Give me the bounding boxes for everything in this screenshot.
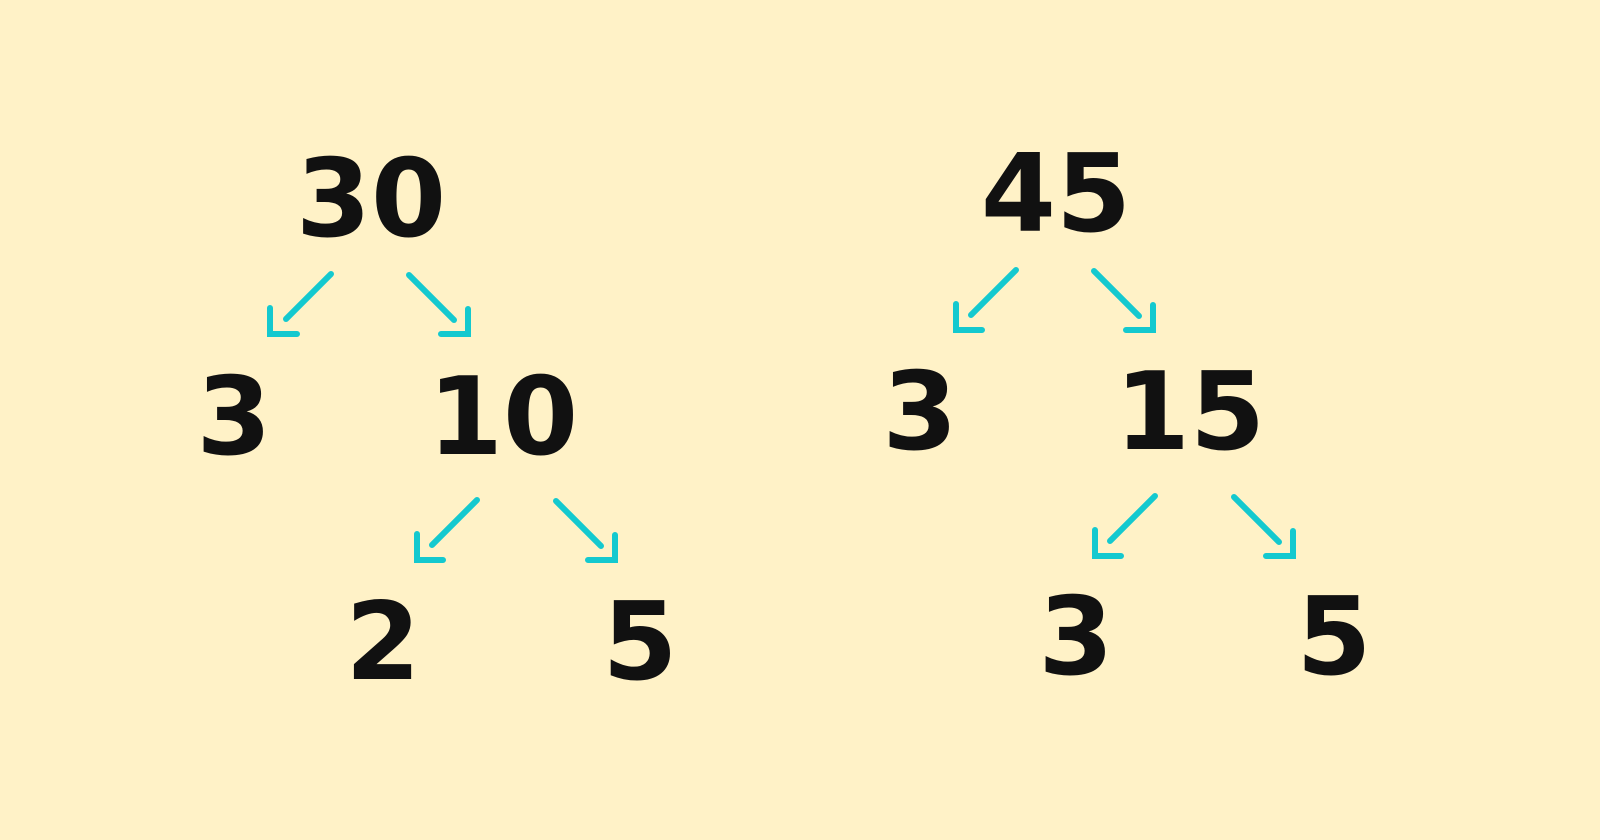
tree-right-right-factor: 15: [1114, 350, 1266, 475]
arrow-down-right-icon: [553, 498, 618, 563]
tree-right-second-right-factor: 5: [1296, 575, 1372, 700]
tree-left-second-right-factor: 5: [602, 580, 678, 705]
tree-left-right-factor: 10: [427, 355, 579, 480]
tree-right-root-number: 45: [980, 132, 1132, 257]
arrow-down-right-icon: [406, 272, 471, 337]
tree-left-left-factor: 3: [196, 355, 272, 480]
arrow-down-left-icon: [414, 497, 480, 563]
arrow-down-right-icon: [1091, 268, 1156, 333]
tree-right-second-left-factor: 3: [1038, 575, 1114, 700]
arrow-down-left-icon: [953, 267, 1019, 333]
tree-right-left-factor: 3: [882, 350, 958, 475]
tree-left-second-left-factor: 2: [345, 580, 421, 705]
arrow-down-right-icon: [1231, 494, 1296, 559]
arrow-down-left-icon: [1092, 493, 1158, 559]
tree-left-root-number: 30: [295, 137, 447, 262]
arrow-down-left-icon: [267, 271, 334, 337]
